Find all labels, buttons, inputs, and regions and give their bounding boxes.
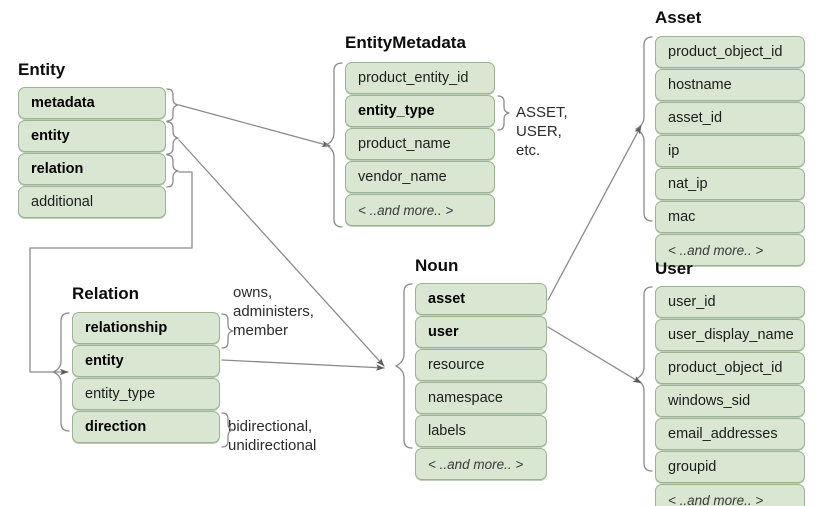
edge-entity-metadata-to-entitymetadata [178,104,331,147]
field-entity-relation[interactable]: relation [18,153,166,185]
brace-relation-relationship [221,313,234,349]
field-asset-asset-id[interactable]: asset_id [655,102,805,134]
brace-entitymetadata-left [325,62,343,228]
field-asset-mac[interactable]: mac [655,201,805,233]
field-entity-entity[interactable]: entity [18,120,166,152]
field-noun-user[interactable]: user [415,316,547,348]
field-user-and-more[interactable]: < ..and more.. > [655,484,805,506]
annotation-entity-type-values: ASSET, USER, etc. [516,104,568,159]
edge-noun-user-to-user [547,326,642,384]
field-noun-and-more[interactable]: < ..and more.. > [415,448,547,480]
field-asset-hostname[interactable]: hostname [655,69,805,101]
field-user-user-display-name[interactable]: user_display_name [655,319,805,351]
field-user-email-addresses[interactable]: email_addresses [655,418,805,450]
block-title-entity: Entity [18,60,66,79]
field-entity-metadata[interactable]: metadata [18,87,166,119]
block-title-user: User [655,259,693,278]
field-asset-product-object-id[interactable]: product_object_id [655,36,805,68]
annotation-relationship-values: owns, administers, member [233,284,314,339]
brace-entity-relation [166,154,179,188]
field-relation-entity[interactable]: entity [72,345,220,377]
brace-relation-left [52,312,70,432]
brace-noun-left [395,283,413,449]
field-user-groupid[interactable]: groupid [655,451,805,483]
field-entitymetadata-and-more[interactable]: < ..and more.. > [345,194,495,226]
field-entitymetadata-product-entity-id[interactable]: product_entity_id [345,62,495,94]
brace-asset-left [635,36,653,222]
field-asset-and-more[interactable]: < ..and more.. > [655,234,805,266]
field-relation-relationship[interactable]: relationship [72,312,220,344]
block-title-relation: Relation [72,284,140,303]
field-user-user-id[interactable]: user_id [655,286,805,318]
field-noun-labels[interactable]: labels [415,415,547,447]
field-asset-nat-ip[interactable]: nat_ip [655,168,805,200]
field-noun-resource[interactable]: resource [415,349,547,381]
field-user-windows-sid[interactable]: windows_sid [655,385,805,417]
block-title-asset: Asset [655,8,702,27]
field-entity-additional[interactable]: additional [18,186,166,218]
block-title-entity-metadata: EntityMetadata [345,33,466,52]
field-relation-direction[interactable]: direction [72,411,220,443]
edge-relation-entity-to-noun [221,359,385,371]
field-entitymetadata-entity-type[interactable]: entity_type [345,95,495,127]
field-entitymetadata-vendor-name[interactable]: vendor_name [345,161,495,193]
field-user-product-object-id[interactable]: product_object_id [655,352,805,384]
brace-entitymetadata-entity-type [497,95,510,131]
annotation-direction-values: bidirectional, unidirectional [228,418,317,454]
brace-entity-entity [166,121,179,155]
brace-user-left [635,286,653,472]
field-asset-ip[interactable]: ip [655,135,805,167]
field-entitymetadata-product-name[interactable]: product_name [345,128,495,160]
block-title-noun: Noun [415,256,459,275]
field-relation-entity-type[interactable]: entity_type [72,378,220,410]
brace-entity-metadata [166,88,179,122]
field-noun-namespace[interactable]: namespace [415,382,547,414]
field-noun-asset[interactable]: asset [415,283,547,315]
